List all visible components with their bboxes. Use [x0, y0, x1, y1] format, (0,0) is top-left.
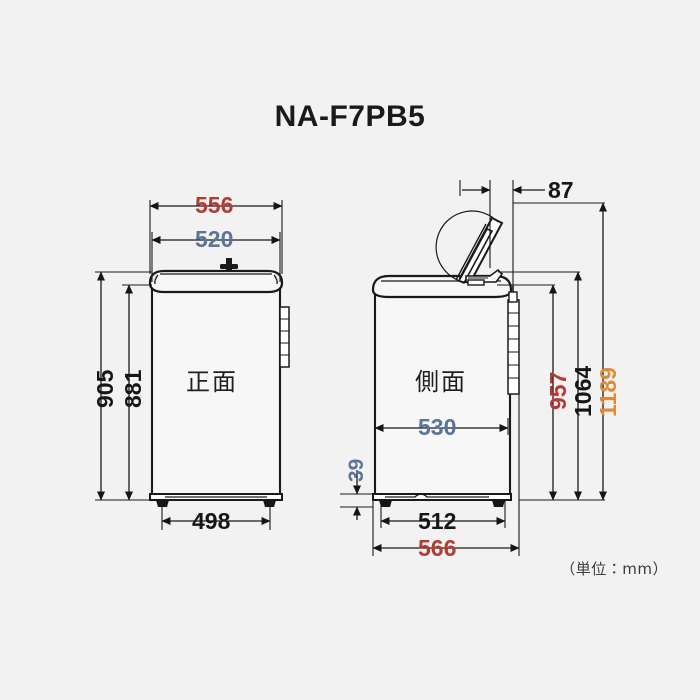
dim-side-depth-inner: 530: [418, 414, 457, 440]
front-view-illustration: [148, 258, 290, 507]
dim-side-base-depth: 512: [418, 508, 457, 534]
dim-front-height-outer: 905: [92, 369, 118, 408]
dim-front-width-outer: 556: [195, 192, 234, 218]
dim-side-foot-height: 39: [345, 458, 368, 482]
dim-side-lid-clearance: 87: [548, 177, 574, 203]
lid-hinge: [465, 268, 504, 286]
lid-knob-icon: [220, 258, 238, 272]
open-lid: [455, 216, 504, 285]
dim-front-height-inner: 881: [120, 369, 146, 408]
dim-front-base-width: 498: [192, 508, 231, 534]
drain-hose: [279, 306, 290, 368]
dim-side-height-c: 1189: [595, 367, 621, 417]
rear-hose: [507, 299, 520, 395]
dim-side-height-a: 957: [545, 371, 571, 410]
unit-note: （単位：mm）: [560, 560, 668, 578]
view-label-side: 側面: [415, 368, 467, 396]
dim-front-width-inner: 520: [195, 226, 234, 252]
side-view-illustration: [371, 210, 520, 507]
page-title: NA-F7PB5: [274, 100, 426, 133]
side-view-dimensions: [340, 180, 607, 556]
dim-side-height-b: 1064: [570, 365, 596, 417]
front-view-dimensions: [95, 200, 283, 530]
dim-side-depth-outer: 566: [418, 535, 457, 561]
view-label-front: 正面: [186, 368, 238, 396]
